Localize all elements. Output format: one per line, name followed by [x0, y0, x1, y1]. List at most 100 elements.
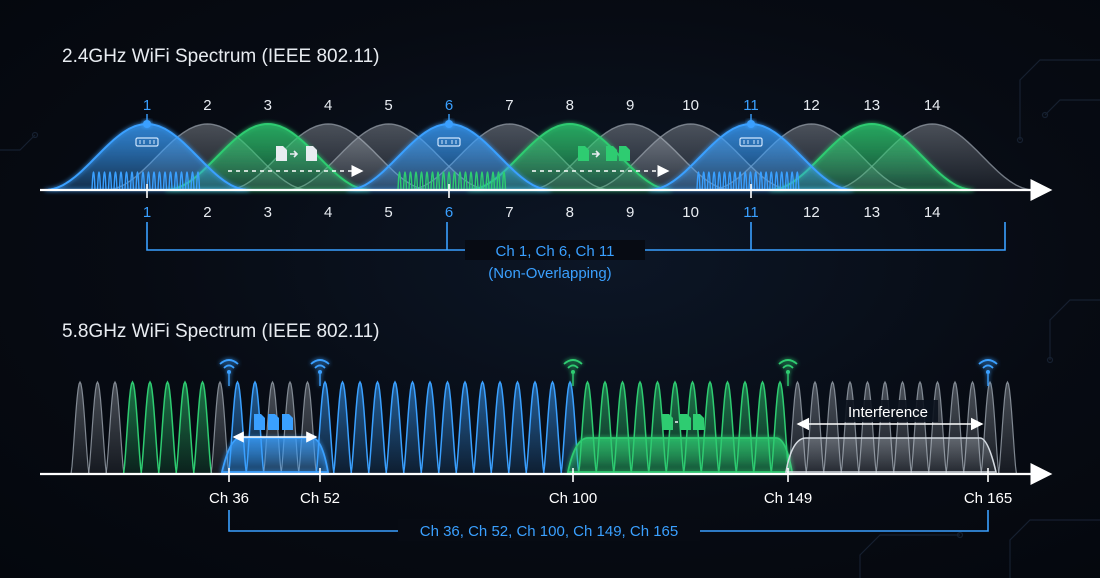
signal-bar — [479, 171, 485, 191]
signal-bar — [753, 171, 758, 191]
bottom-channel-label: 14 — [924, 204, 941, 221]
signal-bar — [107, 171, 113, 191]
bottom-channel-label: 10 — [682, 204, 699, 221]
signal-bar — [717, 171, 722, 191]
top-channel-label: 10 — [682, 97, 699, 114]
bottom-channel-label: 8 — [566, 204, 574, 221]
band-58ghz-title: 5.8GHz WiFi Spectrum (IEEE 802.11) — [62, 321, 379, 342]
top-channel-label: 4 — [324, 97, 332, 114]
top-channel-label: 8 — [566, 97, 574, 114]
bottom-channel-label: 4 — [324, 204, 332, 221]
channel-spike — [332, 380, 353, 475]
signal-bar — [190, 171, 195, 191]
signal-bar — [184, 171, 190, 191]
signal-bar — [91, 171, 96, 191]
channel-spike — [87, 380, 108, 475]
bottom-channel-label: 5 — [384, 204, 392, 221]
channel-mark-label: Ch 165 — [964, 490, 1012, 507]
router-icon — [739, 137, 763, 147]
wifi-icon — [778, 359, 798, 386]
signal-bar — [162, 171, 168, 191]
signal-bar — [722, 171, 727, 191]
summary-label-bg — [398, 519, 700, 541]
channel-spike — [472, 380, 493, 475]
channel-mark-label: Ch 36 — [209, 490, 249, 507]
signal-bar — [496, 171, 501, 191]
summary-label: Ch 36, Ch 52, Ch 100, Ch 149, Ch 165 — [420, 523, 679, 540]
signal-bar — [135, 171, 140, 191]
signal-bar — [463, 171, 468, 191]
wifi-icon — [563, 359, 583, 386]
channel-spike — [507, 380, 528, 475]
wide-channel-block-gray — [785, 437, 998, 473]
signal-bar — [402, 171, 408, 191]
channel-spike — [157, 380, 178, 475]
signal-bar — [113, 171, 118, 191]
signal-bar — [706, 171, 712, 191]
wifi-icon — [978, 359, 998, 386]
channel-spike — [490, 380, 510, 475]
signal-bar — [140, 171, 146, 191]
wifi-icons-58ghz — [219, 359, 998, 386]
top-channel-label: 5 — [384, 97, 392, 114]
wifi-icon — [310, 359, 330, 386]
bottom-channel-label: 2 — [203, 204, 211, 221]
signal-bar — [168, 171, 173, 191]
signal-bar — [413, 171, 419, 191]
bottom-channel-label: 11 — [743, 204, 759, 221]
signal-bar — [179, 171, 184, 191]
interference-label: Interference — [848, 404, 928, 421]
file-transfer-icon — [578, 146, 630, 161]
signal-bar — [485, 171, 490, 191]
top-channel-label: 13 — [863, 97, 880, 114]
bottom-channel-label: 13 — [863, 204, 880, 221]
top-channel-label: 1 — [143, 97, 151, 114]
signal-bar — [769, 171, 774, 191]
file-transfer-icon — [276, 146, 317, 161]
wifi-icon — [219, 359, 239, 386]
circuit-decoration — [0, 59, 1100, 578]
signal-bar — [195, 171, 201, 191]
signal-bar — [446, 171, 452, 191]
channel-curves-24ghz — [44, 122, 1035, 191]
channel-spike — [525, 380, 545, 475]
signal-bar — [468, 171, 474, 191]
bottom-channel-label: 12 — [803, 204, 820, 221]
top-channel-label: 7 — [505, 97, 513, 114]
router-icon — [135, 137, 159, 147]
signal-bar — [96, 171, 102, 191]
signal-bar — [441, 171, 446, 191]
signal-bar — [157, 171, 162, 191]
signal-bar — [452, 171, 457, 191]
router-icons-24ghz — [135, 137, 763, 147]
channel-mark-label: Ch 149 — [764, 490, 812, 507]
signal-bar — [743, 171, 748, 191]
bottom-channel-label: 3 — [264, 204, 272, 221]
channel-spike — [402, 380, 423, 475]
bracket-label-bg — [465, 240, 645, 260]
signal-bar — [784, 171, 790, 191]
channel-spike — [140, 380, 160, 475]
channel-spike — [350, 380, 370, 475]
signal-bar — [696, 171, 701, 191]
signal-bar — [727, 171, 732, 191]
signal-bar — [490, 171, 496, 191]
signal-bar — [424, 171, 430, 191]
bottom-channel-label: 1 — [143, 204, 151, 221]
signal-bar — [435, 171, 441, 191]
channel-spike — [105, 380, 125, 475]
band-58ghz-section: 5.8GHz WiFi Spectrum (IEEE 802.11) — [40, 321, 1053, 541]
top-channel-label: 6 — [445, 97, 453, 114]
bottom-channel-label: 9 — [626, 204, 634, 221]
signal-bars-24ghz — [91, 171, 800, 191]
wide-channel-block-green — [566, 437, 794, 473]
interference-label-bg — [838, 400, 938, 422]
signal-bar — [408, 171, 413, 191]
top-channel-label: 12 — [803, 97, 820, 114]
bottom-channel-label: 7 — [505, 204, 513, 221]
signal-bar — [763, 171, 769, 191]
channel-spike — [192, 380, 213, 475]
non-overlapping-sub: (Non-Overlapping) — [488, 265, 611, 282]
